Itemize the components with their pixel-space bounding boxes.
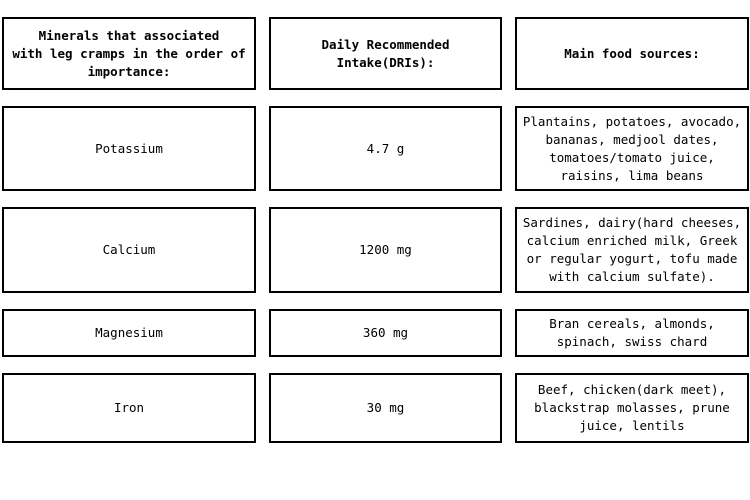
cell-magnesium-name: Magnesium <box>2 309 256 357</box>
cell-potassium-sources: Plantains, potatoes, avocado, bananas, m… <box>515 106 749 191</box>
header-main-food-sources: Main food sources: <box>515 17 749 90</box>
cell-calcium-sources: Sardines, dairy(hard cheeses, calcium en… <box>515 207 749 293</box>
cell-calcium-dri: 1200 mg <box>269 207 502 293</box>
header-daily-recommended-intake: Daily Recommended Intake(DRIs): <box>269 17 502 90</box>
cell-calcium-name: Calcium <box>2 207 256 293</box>
cell-magnesium-sources: Bran cereals, almonds, spinach, swiss ch… <box>515 309 749 357</box>
cell-potassium-name: Potassium <box>2 106 256 191</box>
cell-potassium-dri: 4.7 g <box>269 106 502 191</box>
cell-magnesium-dri: 360 mg <box>269 309 502 357</box>
header-minerals: Minerals that associated with leg cramps… <box>2 17 256 90</box>
table-grid: Minerals that associated with leg cramps… <box>2 17 749 443</box>
cell-iron-sources: Beef, chicken(dark meet), blackstrap mol… <box>515 373 749 443</box>
cell-iron-dri: 30 mg <box>269 373 502 443</box>
cell-iron-name: Iron <box>2 373 256 443</box>
